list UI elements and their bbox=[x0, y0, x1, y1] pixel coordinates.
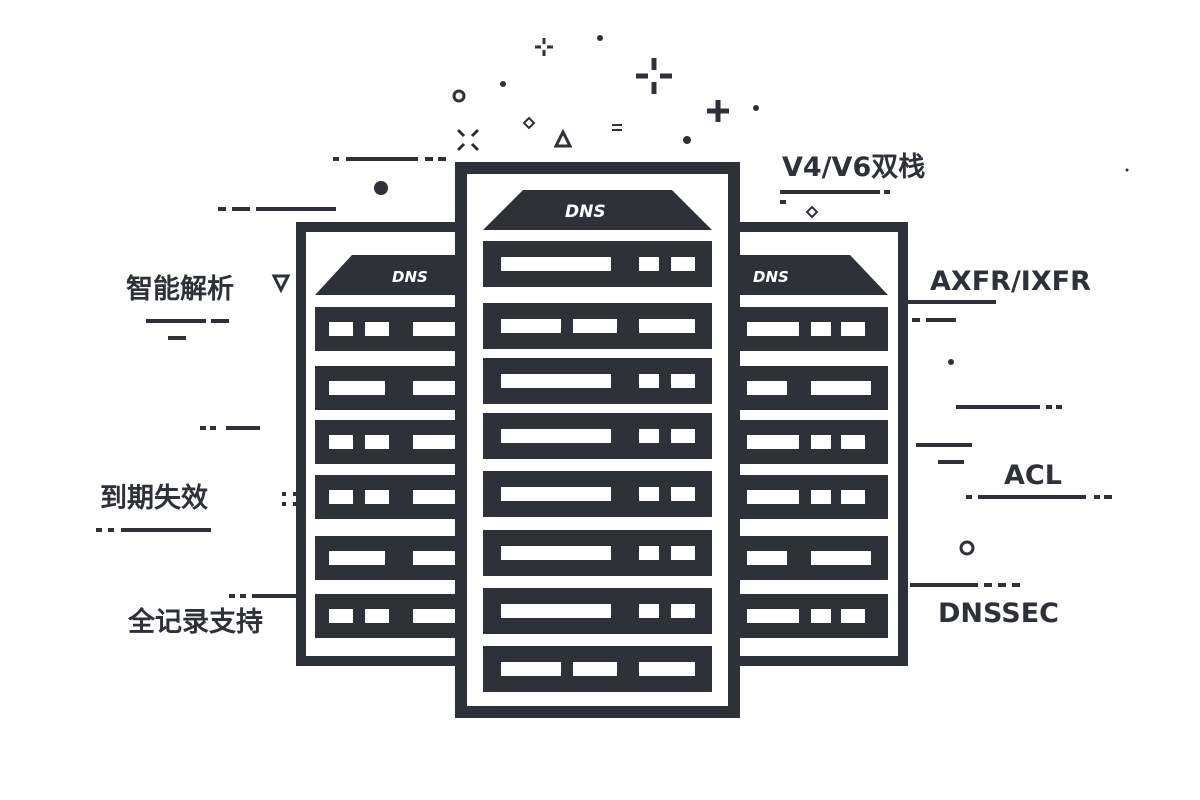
equals-mark bbox=[612, 124, 622, 126]
dot-1 bbox=[597, 35, 603, 41]
server-center-logo: DNS bbox=[565, 202, 606, 222]
sparkle-x bbox=[456, 128, 480, 152]
server-right-header bbox=[735, 255, 888, 295]
rack-unit-slot bbox=[501, 257, 611, 271]
rack-unit-slot bbox=[811, 609, 831, 623]
ring-dot-2 bbox=[959, 540, 975, 556]
rack-unit-slot bbox=[639, 319, 695, 333]
dot-4 bbox=[374, 181, 388, 195]
rack-unit-slot bbox=[841, 609, 865, 623]
feature-label-dual-stack: V4/V6双栈 bbox=[782, 152, 926, 183]
server-right-logo: DNS bbox=[753, 268, 789, 286]
rack-unit-slot bbox=[501, 604, 611, 618]
rack-unit-slot bbox=[329, 322, 353, 336]
rack-unit-slot bbox=[365, 490, 389, 504]
diamond-1 bbox=[522, 116, 536, 130]
server-left-units bbox=[315, 307, 461, 638]
connector-dashes bbox=[96, 157, 1112, 598]
dot-6 bbox=[948, 359, 954, 365]
server-left-header bbox=[315, 255, 461, 295]
dot-7 bbox=[1125, 168, 1129, 172]
diamond-2 bbox=[805, 205, 819, 219]
feature-label-zone-transfer: AXFR/IXFR bbox=[930, 266, 1091, 297]
server-left: DNS bbox=[296, 222, 461, 666]
rack-unit-slot bbox=[841, 435, 865, 449]
rack-unit-slot bbox=[811, 435, 831, 449]
sparkle-plus-small bbox=[535, 38, 553, 56]
rack-unit-slot bbox=[365, 435, 389, 449]
rack-unit-slot bbox=[329, 551, 385, 565]
rack-unit-slot bbox=[811, 490, 831, 504]
server-right: DNS bbox=[735, 222, 908, 666]
sparkle-plus-large bbox=[636, 58, 672, 94]
rack-unit-slot bbox=[747, 609, 799, 623]
rack-unit-slot bbox=[747, 551, 787, 565]
rack-unit-slot bbox=[671, 257, 695, 271]
feature-label-expiry: 到期失效 bbox=[100, 483, 208, 514]
feature-label-acl: ACL bbox=[1004, 460, 1062, 491]
rack-unit-slot bbox=[365, 322, 389, 336]
rack-unit-slot bbox=[639, 487, 659, 501]
rack-unit-slot bbox=[747, 435, 799, 449]
rack-unit-slot bbox=[671, 546, 695, 560]
rack-unit-slot bbox=[747, 322, 799, 336]
rack-unit-slot bbox=[413, 490, 461, 504]
rack-unit-slot bbox=[413, 609, 461, 623]
rack-unit-slot bbox=[841, 490, 865, 504]
dot-3 bbox=[683, 136, 691, 144]
server-center-header bbox=[483, 190, 712, 230]
feature-label-smart-resolution: 智能解析 bbox=[126, 274, 234, 305]
rack-unit-slot bbox=[639, 604, 659, 618]
rack-unit-slot bbox=[671, 374, 695, 388]
feature-label-full-records: 全记录支持 bbox=[128, 607, 263, 638]
equals-mark-2 bbox=[612, 129, 622, 131]
triangle-2 bbox=[271, 274, 291, 294]
rack-unit-slot bbox=[841, 322, 865, 336]
rack-unit-slot bbox=[365, 609, 389, 623]
server-center: DNS bbox=[455, 162, 740, 718]
rack-unit-slot bbox=[501, 429, 611, 443]
rack-unit-slot bbox=[573, 319, 617, 333]
rack-unit-slot bbox=[747, 381, 787, 395]
ring-dot-1 bbox=[452, 89, 466, 103]
dot-5 bbox=[753, 105, 759, 111]
rack-unit-slot bbox=[413, 551, 461, 565]
triangle-1 bbox=[553, 128, 573, 148]
rack-unit-slot bbox=[501, 374, 611, 388]
server-right-units bbox=[735, 307, 888, 638]
rack-unit-slot bbox=[639, 374, 659, 388]
rack-unit-slot bbox=[811, 322, 831, 336]
dot-2 bbox=[500, 81, 506, 87]
rack-unit-slot bbox=[329, 609, 353, 623]
feature-label-dnssec: DNSSEC bbox=[938, 598, 1059, 629]
rack-unit-slot bbox=[671, 429, 695, 443]
rack-unit-slot bbox=[413, 435, 461, 449]
sparkle-plus-solid bbox=[707, 100, 729, 122]
rack-unit-slot bbox=[413, 322, 461, 336]
rack-unit-slot bbox=[671, 487, 695, 501]
rack-unit-slot bbox=[639, 257, 659, 271]
rack-unit-slot bbox=[639, 429, 659, 443]
rack-unit-slot bbox=[811, 381, 871, 395]
rack-unit-slot bbox=[501, 662, 561, 676]
rack-unit-slot bbox=[501, 546, 611, 560]
rack-unit-slot bbox=[413, 381, 461, 395]
rack-unit-slot bbox=[329, 435, 353, 449]
rack-unit-slot bbox=[639, 662, 695, 676]
rack-unit-slot bbox=[573, 662, 617, 676]
rack-unit-slot bbox=[747, 490, 799, 504]
sparkles bbox=[271, 35, 1129, 556]
rack-unit-slot bbox=[671, 604, 695, 618]
rack-unit-slot bbox=[329, 490, 353, 504]
rack-unit-slot bbox=[811, 551, 871, 565]
server-left-logo: DNS bbox=[392, 268, 428, 286]
rack-unit-slot bbox=[639, 546, 659, 560]
server-center-units bbox=[483, 241, 712, 692]
rack-unit-slot bbox=[329, 381, 385, 395]
rack-unit-slot bbox=[501, 487, 611, 501]
rack-unit-slot bbox=[501, 319, 561, 333]
